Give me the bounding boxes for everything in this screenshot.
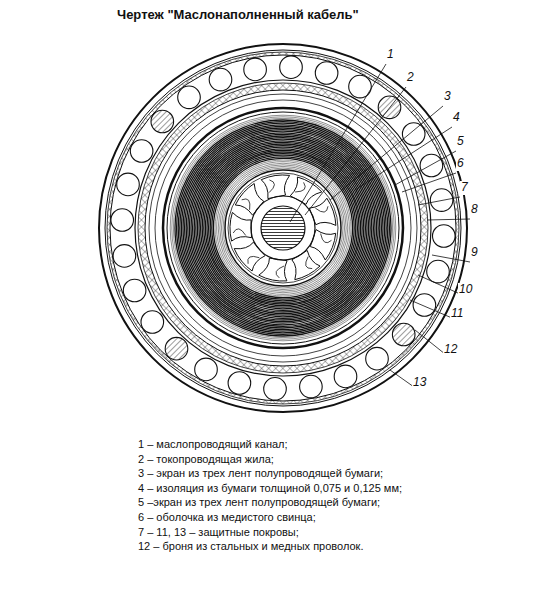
callout-number: 10 xyxy=(458,283,473,297)
callout-number: 7 xyxy=(460,181,469,195)
callout-number: 3 xyxy=(443,90,452,104)
callout-number: 5 xyxy=(456,135,465,149)
callout-number: 12 xyxy=(443,343,458,357)
callout-number: 2 xyxy=(406,71,415,85)
legend-note: 6 – оболочка из медистого свинца; xyxy=(138,511,316,524)
legend-note: 7 – 11, 13 – защитные покровы; xyxy=(138,526,299,539)
callout-number: 8 xyxy=(470,203,479,217)
legend-note: 2 – токопроводящая жила; xyxy=(138,453,274,466)
drawing-title: Чертеж "Маслонаполненный кабель" xyxy=(117,8,359,23)
legend-note: 5 –экран из трех лент полупроводящей бум… xyxy=(138,496,380,509)
conductor-strands xyxy=(230,175,336,281)
paper-insulation xyxy=(170,115,396,341)
callout-number: 6 xyxy=(456,157,465,171)
legend-note: 3 – экран из трех лент полупроводящей бу… xyxy=(138,467,383,480)
callout-number: 1 xyxy=(386,48,395,62)
legend-note: 4 – изоляция из бумаги толщиной 0,075 и … xyxy=(138,482,402,495)
callout-number: 13 xyxy=(412,376,427,390)
callout-number: 4 xyxy=(452,111,461,125)
callout-number: 9 xyxy=(470,246,479,260)
armor-wires xyxy=(111,56,455,400)
callout-number: 11 xyxy=(450,307,464,321)
legend-note: 12 – броня из стальных и медных проволок… xyxy=(138,540,363,553)
legend-note: 1 – маслопроводящий канал; xyxy=(138,438,288,451)
